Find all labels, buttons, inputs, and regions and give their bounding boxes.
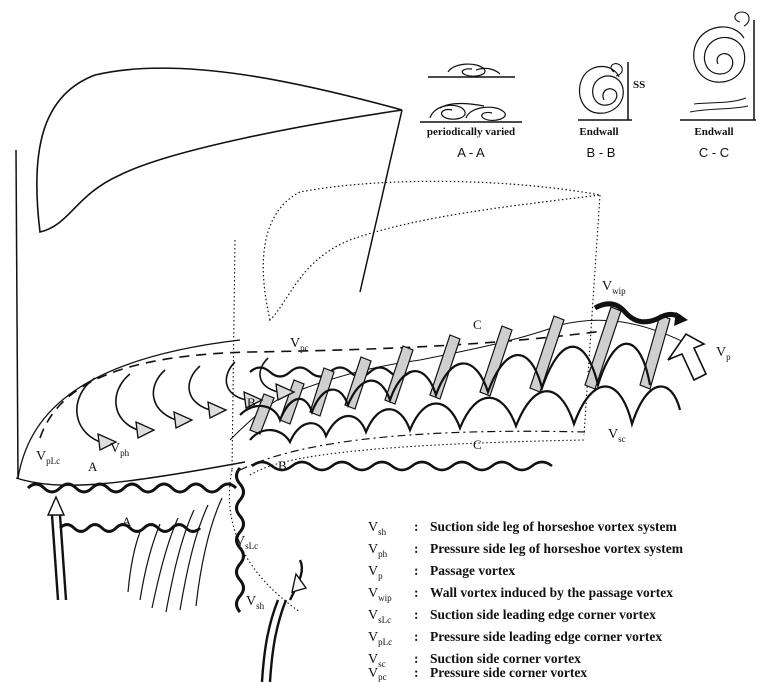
- label-v-pc: Vpc: [290, 336, 309, 353]
- legend-separator: :: [414, 607, 419, 622]
- section-c-label: C - C: [699, 145, 729, 160]
- section-a-label: A - A: [457, 145, 485, 160]
- pressure-horseshoe-arrow: [48, 497, 64, 515]
- legend-row: VpLc : Pressure side leading edge corner…: [368, 629, 662, 647]
- flow-arrow: [189, 366, 210, 410]
- flow-arrow: [153, 370, 176, 420]
- section-b-side-label: SS: [633, 79, 645, 91]
- label-v-ph: Vph: [110, 441, 130, 458]
- legend-symbol: Vsh: [368, 520, 387, 537]
- helix-coil: [640, 315, 670, 389]
- legend-description: Pressure side leg of horseshoe vortex sy…: [430, 541, 684, 556]
- flow-arrowhead: [208, 402, 226, 418]
- section-a-lower-vortices: [430, 104, 505, 121]
- legend-description: Suction side leading edge corner vortex: [430, 607, 656, 622]
- section-b-b: SS Endwall B - B: [578, 62, 645, 160]
- pressure-horseshoe-leg: [52, 515, 66, 600]
- section-b-caption: Endwall: [579, 126, 618, 138]
- far-blade-base-line: [250, 440, 584, 475]
- legend-symbol: Vwip: [368, 586, 392, 603]
- section-c-caption: Endwall: [694, 126, 733, 138]
- section-c-wall-vortex: [690, 98, 748, 112]
- legend-description: Pressure side corner vortex: [430, 665, 587, 680]
- legend-symbol: Vp: [368, 564, 383, 581]
- legend-separator: :: [414, 629, 419, 644]
- passage-vortex-arrow: [668, 334, 706, 380]
- flow-arrowhead: [174, 412, 192, 428]
- streamline: [196, 498, 222, 606]
- flow-arrowhead: [136, 422, 154, 438]
- cut-label-b-upper: B: [247, 395, 256, 410]
- section-a-upper-vortex: [448, 64, 500, 76]
- legend-separator: :: [414, 541, 419, 556]
- label-v-sh: Vsh: [246, 594, 265, 611]
- horseshoe-legs: [52, 515, 302, 682]
- section-c-upper-vortex: [735, 12, 749, 26]
- section-a-caption: periodically varied: [427, 126, 515, 138]
- vortex-labels: Vwip Vpc Vp Vsc VpLc Vph VsLc Vsh: [36, 279, 731, 611]
- near-blade-tip-profile: [37, 68, 402, 232]
- near-blade-trailing-edge: [360, 110, 402, 292]
- legend-description: Suction side leg of horseshoe vortex sys…: [430, 519, 677, 534]
- cut-labels: A A B B C C: [88, 317, 482, 529]
- legend-separator: :: [414, 665, 419, 680]
- streamline: [128, 532, 140, 592]
- flow-arrow: [116, 374, 138, 430]
- legend-symbol: VsLc: [368, 608, 391, 625]
- legend-row: VsLc : Suction side leading edge corner …: [368, 607, 656, 625]
- suction-horseshoe-arrow: [292, 574, 306, 592]
- section-c-c: Endwall C - C: [680, 12, 756, 160]
- legend-symbol: Vph: [368, 542, 388, 559]
- wall-induced-vortex-arrowhead: [674, 312, 688, 326]
- near-blade-leading-edge: [16, 150, 18, 478]
- legend-symbol: VpLc: [368, 630, 392, 647]
- label-v-sc: Vsc: [608, 427, 626, 444]
- cut-label-a-upper: A: [88, 459, 98, 474]
- passage-vortex-helix: [230, 307, 706, 442]
- streamline: [140, 524, 160, 600]
- legend-separator: :: [414, 651, 419, 666]
- legend-row: Vpc : Pressure side corner vortex: [368, 665, 587, 682]
- legend-description: Passage vortex: [430, 563, 515, 578]
- suction-horseshoe-leg: [262, 600, 286, 682]
- legend-separator: :: [414, 519, 419, 534]
- flow-arrow: [226, 362, 246, 400]
- suction-corner-vortex-wave: [252, 462, 552, 470]
- legend-separator: :: [414, 585, 419, 600]
- section-b-passage-vortex: [579, 67, 623, 114]
- legend-description: Suction side corner vortex: [430, 651, 581, 666]
- inlet-streamlines: [128, 498, 222, 612]
- legend-row: Vp : Passage vortex: [368, 563, 515, 581]
- label-v-p: Vp: [716, 345, 731, 362]
- cut-label-c-lower: C: [473, 437, 482, 452]
- legend-row: Vsh : Suction side leg of horseshoe vort…: [368, 519, 677, 537]
- section-a-a: periodically varied A - A: [420, 64, 522, 160]
- legend-description: Pressure side leading edge corner vortex: [430, 629, 662, 644]
- section-b-label: B - B: [587, 145, 616, 160]
- label-v-plc: VpLc: [36, 449, 60, 466]
- cut-label-b-lower: B: [278, 458, 287, 473]
- legend-separator: :: [414, 563, 419, 578]
- legend-row: Vph : Pressure side leg of horseshoe vor…: [368, 541, 684, 559]
- legend-row: Vwip : Wall vortex induced by the passag…: [368, 585, 673, 603]
- legend: Vsh : Suction side leg of horseshoe vort…: [368, 519, 684, 682]
- cut-label-c-upper: C: [473, 317, 482, 332]
- section-c-passage-vortex: [694, 27, 745, 82]
- cut-label-a-lower: A: [122, 514, 132, 529]
- label-v-wip: Vwip: [602, 279, 626, 296]
- legend-description: Wall vortex induced by the passage vorte…: [430, 585, 673, 600]
- label-v-slc: VsLc: [235, 534, 258, 551]
- far-blade-tip-profile: [263, 181, 600, 320]
